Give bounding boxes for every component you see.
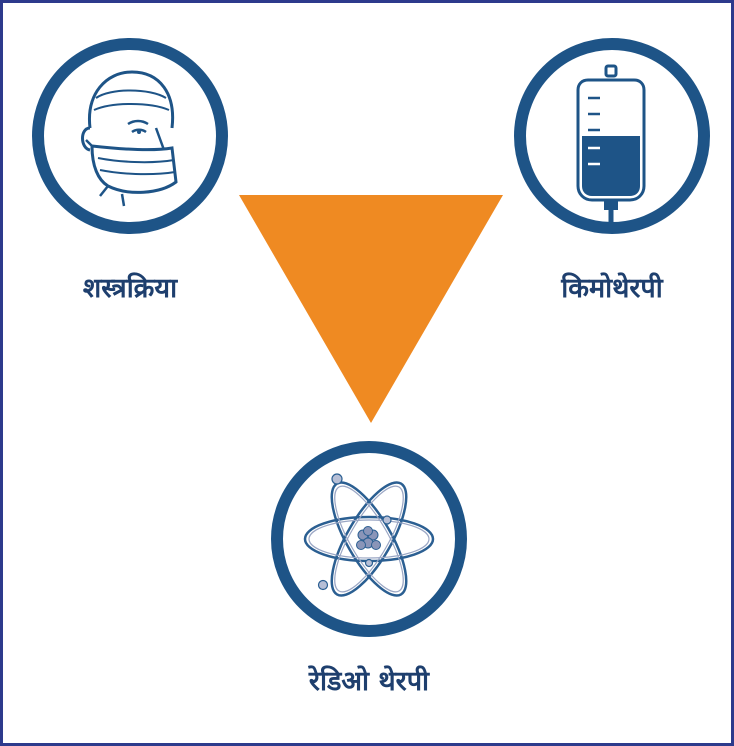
chemotherapy-label: किमोथेरपी [561,273,663,304]
surgeon-mask-icon [32,38,228,234]
atom-icon [271,441,467,637]
surgery-label: शस्त्रक्रिया [82,273,178,304]
iv-bag-icon [514,38,710,234]
radiotherapy-label: रेडिओ थेरपी [308,666,430,697]
center-triangle [239,195,503,423]
radiotherapy-badge [269,439,469,639]
chemotherapy-badge [512,36,712,236]
surgery-badge [30,36,230,236]
